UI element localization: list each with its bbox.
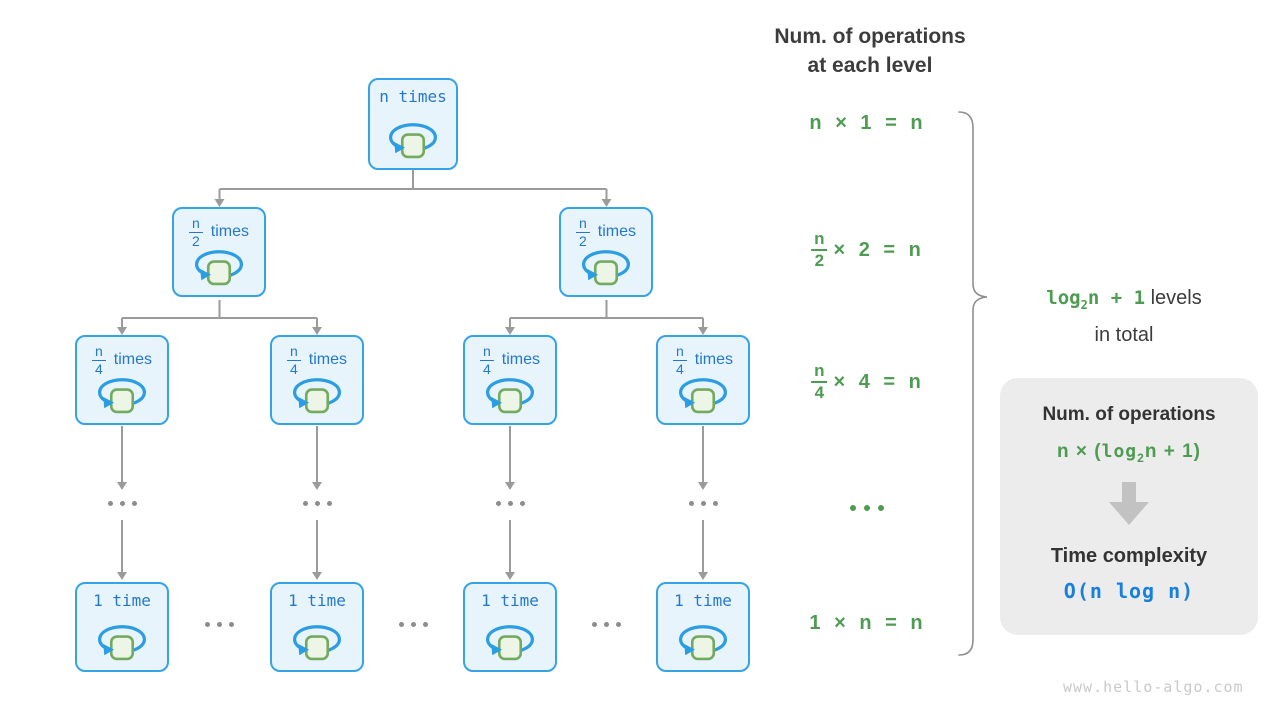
node-label: 1 time [288, 591, 346, 610]
ellipsis [592, 622, 621, 627]
loop-icon [94, 624, 150, 664]
tree-node: 1 time [463, 582, 557, 672]
ellipsis [689, 501, 718, 506]
equation-level1: n × 1 = n [809, 112, 927, 134]
operations-header: Num. of operations at each level [774, 25, 966, 77]
tree-node: 1 time [270, 582, 364, 672]
watermark: www.hello-algo.com [1063, 678, 1244, 696]
equation-level-last: 1 × n = n [809, 612, 927, 634]
loop-icon [289, 377, 345, 417]
levels-formula: log2n + 1 [1046, 287, 1146, 312]
loop-icon [98, 625, 146, 661]
loop-icon [293, 625, 341, 661]
loop-icon [293, 378, 341, 414]
loop-icon [486, 625, 534, 661]
loop-icon [98, 378, 146, 414]
loop-icon [289, 624, 345, 664]
loop-icon [486, 378, 534, 414]
loop-icon [195, 250, 243, 286]
levels-brace [958, 111, 988, 656]
loop-icon [679, 378, 727, 414]
tree-node-root: n times [368, 78, 458, 170]
loop-icon [675, 624, 731, 664]
loop-icon [578, 249, 634, 289]
levels-annotation: log2n + 1 levels in total [1046, 287, 1202, 346]
down-arrow-icon [1109, 481, 1149, 526]
tree-node: 1 time [656, 582, 750, 672]
loop-icon [385, 122, 441, 162]
panel-title-operations: Num. of operations [1042, 404, 1216, 425]
loop-icon [679, 625, 727, 661]
ellipsis [108, 501, 137, 506]
ellipsis [850, 505, 884, 511]
tree-node: 1 time [75, 582, 169, 672]
complexity-formula: O(n log n) [1063, 578, 1195, 603]
operations-formula: n × (log2n + 1) [1057, 441, 1201, 465]
loop-icon [482, 624, 538, 664]
ellipsis [205, 622, 234, 627]
panel-title-complexity: Time complexity [1050, 544, 1208, 567]
summary-panel: Num. of operations n × (log2n + 1) Time … [1000, 378, 1258, 635]
loop-icon [675, 377, 731, 417]
loop-icon [482, 377, 538, 417]
ellipsis [496, 501, 525, 506]
node-label: 1 time [674, 591, 732, 610]
loop-icon [389, 123, 437, 159]
node-label: n times [379, 87, 447, 106]
node-label: 1 time [481, 591, 539, 610]
loop-icon [582, 250, 630, 286]
loop-icon [191, 249, 247, 289]
ellipsis [303, 501, 332, 506]
loop-icon [94, 377, 150, 417]
node-label: 1 time [93, 591, 151, 610]
ellipsis [399, 622, 428, 627]
